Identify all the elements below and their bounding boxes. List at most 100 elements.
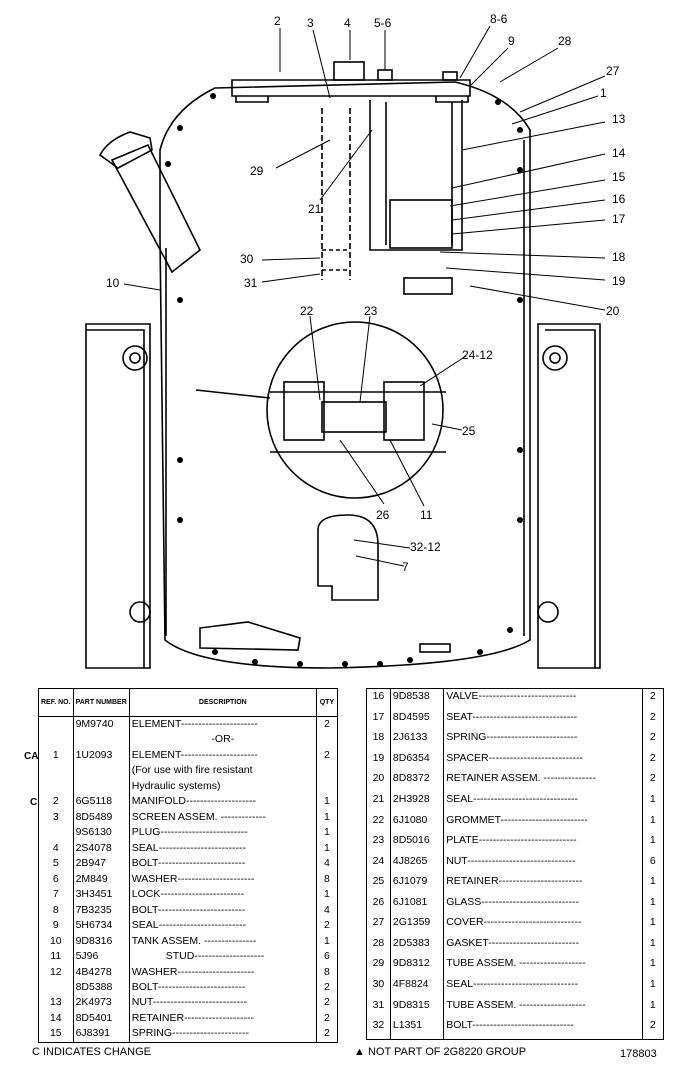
group-note: ▲ NOT PART OF 2G8220 GROUP [354,1046,527,1058]
description-cell: TANK ASSEM. --------------- [128,933,317,950]
part-number-cell: 6J1081 [389,894,445,916]
quantity-cell: 8 [315,871,339,888]
part-number-cell [72,763,130,779]
quantity-cell: 1 [315,933,339,950]
ref-no-cell: 32 [366,1018,391,1040]
part-number-cell: 8D5489 [72,809,130,826]
part-number-cell [72,732,130,748]
quantity-cell: 2 [315,918,339,934]
callout-30: 30 [240,252,254,266]
callout-19: 19 [612,274,626,288]
description-cell: WASHER---------------------- [128,964,317,980]
description-cell: SEAT------------------------------ [443,709,643,731]
callout-23: 23 [364,304,378,318]
part-number-cell: 1U2093 [72,747,130,764]
part-number-cell: 7B3235 [72,902,130,919]
parts-table-left: REF. NO. PART NUMBER DESCRIPTION QTY 9M9… [38,688,339,1043]
callout-31: 31 [244,276,258,290]
quantity-cell: 1 [641,915,665,936]
description-cell: BOLT------------------------- [128,856,317,872]
part-number-cell: 2S4078 [72,840,130,857]
ref-no-cell: 13 [38,995,74,1011]
quantity-cell [315,763,339,779]
part-number-cell: 9D8538 [389,688,445,710]
part-number-cell: 8D8372 [389,771,445,792]
callout-22: 22 [300,304,314,318]
part-number-cell: 2B947 [72,856,130,872]
description-cell: MANIFOLD-------------------- [128,794,317,810]
quantity-cell: 1 [641,997,665,1019]
callout-17: 17 [612,212,626,226]
callout-9: 9 [508,34,515,48]
description-cell: NUT--------------------------- [128,995,317,1011]
callout-15: 15 [612,170,626,184]
col-description: DESCRIPTION [128,688,317,717]
quantity-cell: 1 [641,874,665,895]
ref-no-cell: 21 [366,791,391,813]
quantity-cell: 2 [641,709,665,731]
col-qty: QTY [315,688,339,717]
part-number-cell: 2M849 [72,871,130,888]
callout-1: 1 [600,86,607,100]
callout-28: 28 [558,34,572,48]
part-number-cell: 9D8315 [389,997,445,1019]
callout-27: 27 [606,64,620,78]
part-number-cell: 2J6133 [389,730,445,751]
description-cell: GLASS---------------------------- [443,894,643,916]
description-cell: ELEMENT---------------------- [128,747,317,764]
table-row: -OR- [38,732,339,748]
ref-no-cell: 2 [38,794,74,810]
description-cell: BOLT----------------------------- [443,1018,643,1040]
part-number-cell: 6J1080 [389,812,445,834]
filter-element [369,100,463,251]
callout-13: 13 [612,112,626,126]
ref-no-cell: 1 [38,747,74,764]
quantity-cell: 1 [641,791,665,813]
part-number-cell: 4F8824 [389,977,445,998]
description-cell: -OR- [128,732,317,748]
quantity-cell [315,732,339,748]
callout-5-6: 5-6 [374,16,392,30]
ref-no-cell: 29 [366,956,391,978]
col-part-number: PART NUMBER [72,688,130,717]
ref-no-cell [38,825,74,841]
ref-no-cell: 3 [38,809,74,826]
callout-2: 2 [274,14,281,28]
part-number-cell: 5J96 [72,949,130,965]
ref-no-cell [38,732,74,748]
description-cell: (For use with fire resistant [128,763,317,779]
quantity-cell: 2 [315,1010,339,1027]
ref-no-cell: 11 [38,949,74,965]
part-number-cell: 9S6130 [72,825,130,841]
description-cell: RETAINER ASSEM. --------------- [443,771,643,792]
callout-21: 21 [308,202,322,216]
description-cell: ELEMENT---------------------- [128,716,317,733]
description-cell: LOCK------------------------ [128,887,317,903]
part-number-cell: 3H3451 [72,887,130,903]
description-cell: VALVE---------------------------- [443,688,643,710]
quantity-cell: 2 [641,771,665,792]
part-number-cell: 8D5388 [72,979,130,996]
ref-no-cell: 10 [38,933,74,950]
change-mark-ca: CA [24,751,39,762]
description-cell: SPRING---------------------- [128,1026,317,1043]
part-number-cell: 8D5016 [389,833,445,854]
quantity-cell: 2 [315,995,339,1011]
ref-no-cell: 30 [366,977,391,998]
lock-detail [317,514,379,601]
ref-no-cell: 18 [366,730,391,751]
